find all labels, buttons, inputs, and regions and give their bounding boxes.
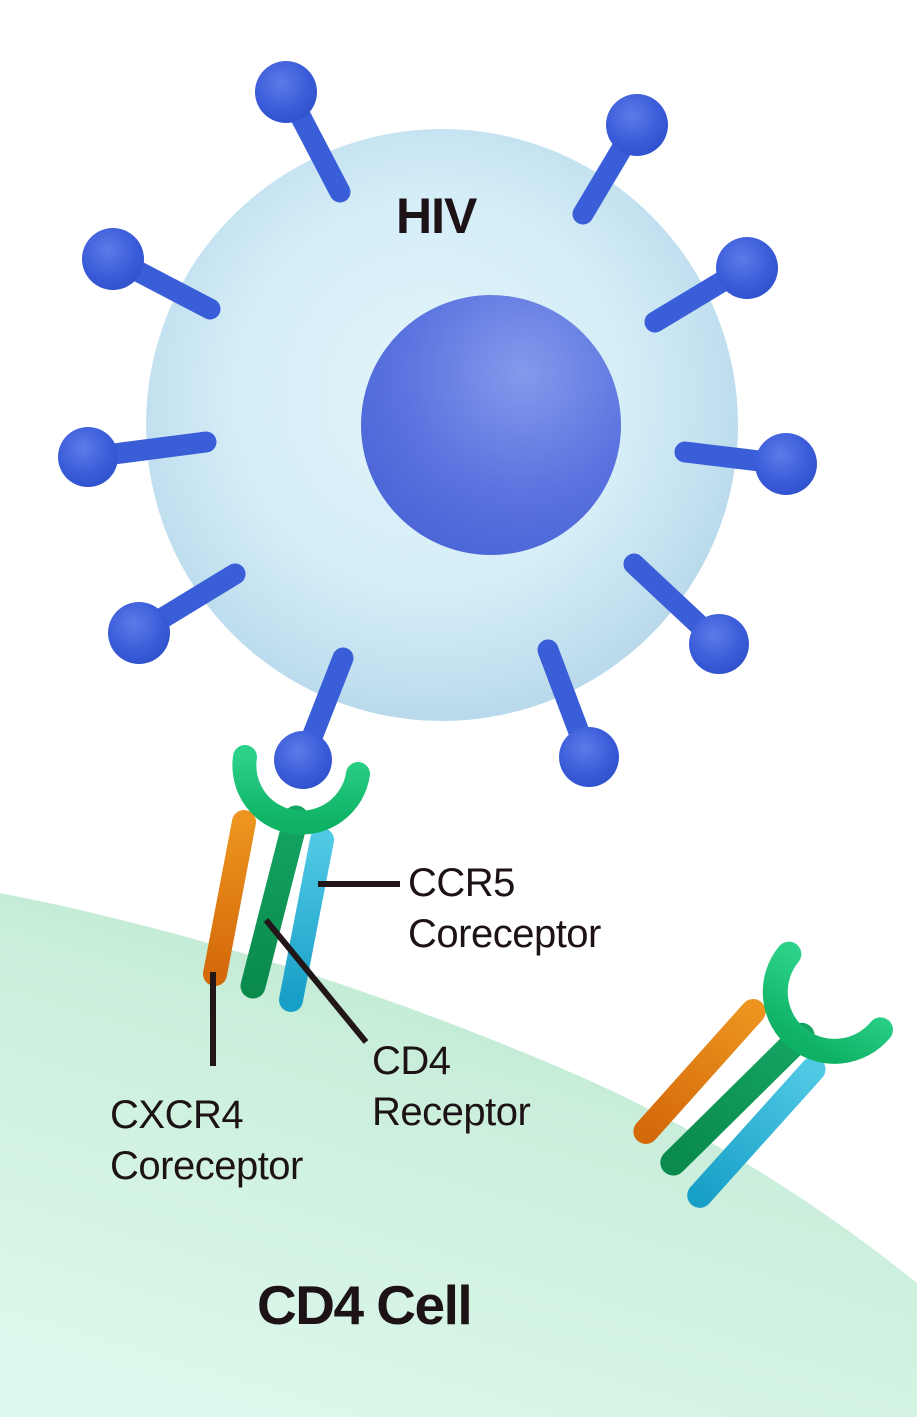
hiv-core	[361, 295, 621, 555]
receptor-complex-right	[633, 941, 893, 1208]
cxcr4-label-line1: CXCR4	[110, 1093, 244, 1137]
ccr5-coreceptor-label: CCR5 Coreceptor	[408, 858, 601, 960]
cd4-label-line2: Receptor	[372, 1090, 531, 1134]
cxcr4-label-line2: Coreceptor	[110, 1144, 303, 1188]
spike-top-right	[572, 94, 668, 225]
spike-upper-right	[644, 237, 778, 333]
cd4-receptor-cup	[232, 745, 370, 835]
cxcr4-coreceptor-rod-right	[633, 999, 766, 1144]
ccr5-label-line1: CCR5	[408, 861, 515, 905]
hiv-title: HIV	[396, 188, 477, 244]
ccr5-label-line2: Coreceptor	[408, 912, 601, 956]
spike-bottom-right	[537, 639, 619, 787]
cd4-receptor-stem-right	[660, 1022, 815, 1176]
cxcr4-coreceptor-label: CXCR4 Coreceptor	[110, 1090, 303, 1192]
spike-top-left	[255, 61, 351, 203]
ccr5-coreceptor-rod	[279, 828, 334, 1012]
cd4-label-line1: CD4	[372, 1039, 451, 1083]
callout-lines	[210, 881, 400, 1066]
cd4-callout-line	[263, 918, 369, 1044]
spike-binding-to-receptor	[274, 647, 354, 789]
cd4-cell-membrane	[0, 893, 917, 1417]
spike-lower-right	[623, 553, 749, 674]
cd4-receptor-label: CD4 Receptor	[372, 1036, 531, 1138]
spike-upper-left	[82, 228, 221, 320]
cd4-receptor-stem	[240, 805, 309, 999]
spike-lower-left	[108, 563, 246, 664]
hiv-spikes	[58, 61, 817, 789]
cxcr4-coreceptor-rod	[203, 810, 256, 986]
spike-right	[674, 433, 817, 495]
spike-left	[58, 427, 217, 487]
cd4-cell-label: CD4 Cell	[257, 1274, 473, 1336]
receptor-complex-left	[203, 745, 370, 1012]
ccr5-coreceptor-rod-right	[687, 1056, 826, 1208]
cd4-receptor-cup-right	[762, 941, 893, 1064]
